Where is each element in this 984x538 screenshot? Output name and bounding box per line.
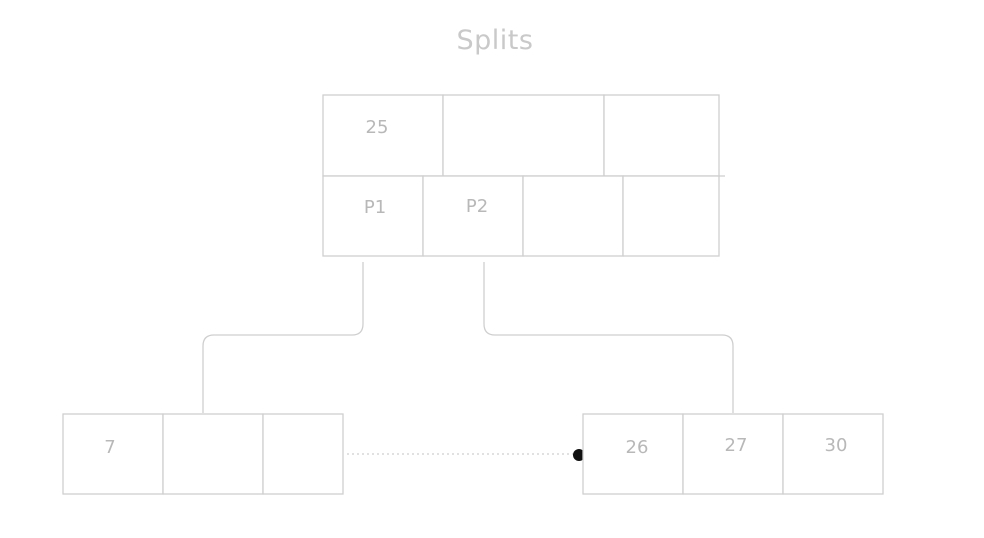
left-leaf-cell-3	[262, 413, 344, 495]
right-leaf-cell-2	[682, 413, 784, 495]
root-pointer-cell-4	[622, 175, 720, 257]
root-key-cell-3	[603, 94, 720, 177]
root-node: 25 P1 P2	[322, 94, 725, 257]
root-pointer-row: P1 P2	[322, 175, 720, 257]
connector-right-branch	[483, 262, 734, 413]
right-leaf-cell-3	[782, 413, 884, 495]
left-leaf-key-1: 7	[104, 437, 115, 458]
right-leaf-key-3: 30	[825, 435, 848, 456]
root-key-row: 25	[322, 94, 725, 177]
root-pointer-cell-2	[422, 175, 524, 257]
root-pointer-cell-3	[522, 175, 624, 257]
root-key-1: 25	[366, 117, 389, 138]
left-leaf-cell-2	[162, 413, 264, 495]
root-key-cell-1	[322, 94, 444, 177]
root-key-cell-2	[442, 94, 605, 177]
right-leaf-key-1: 26	[626, 437, 649, 458]
right-leaf-key-2: 27	[725, 435, 748, 456]
diagram-title: Splits	[457, 25, 534, 56]
left-leaf-node: 7	[62, 413, 344, 495]
right-leaf-cell-1	[582, 413, 684, 495]
root-pointer-cell-1	[322, 175, 424, 257]
connector-left-branch	[202, 262, 364, 413]
sibling-link-endpoint	[573, 449, 585, 461]
right-leaf-node: 26 27 30	[582, 413, 884, 495]
root-pointer-2: P2	[466, 196, 488, 217]
root-pointer-1: P1	[364, 197, 386, 218]
